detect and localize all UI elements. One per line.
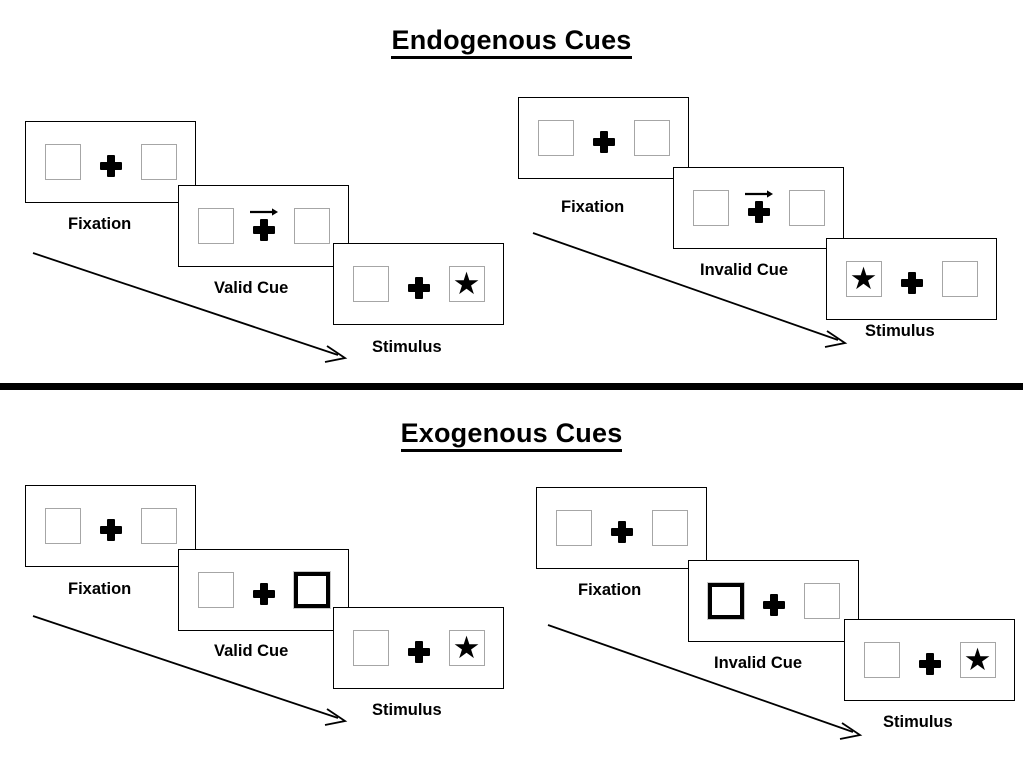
fixation-cross-wrap: [591, 118, 617, 158]
plus-icon: [901, 272, 923, 294]
caption-endogenous-invalid-fixation: Fixation: [561, 198, 625, 216]
panel-endogenous-valid-cue: [178, 185, 349, 267]
star-icon: ★: [849, 260, 878, 296]
target-box-left-cued: [706, 582, 745, 620]
caption-exogenous-invalid-stimulus: Stimulus: [883, 713, 953, 731]
plus-icon: [100, 519, 122, 541]
fixation-cross-wrap: [98, 506, 124, 546]
target-box-left: [44, 144, 81, 180]
arrow-right-icon: [744, 190, 773, 198]
caption-endogenous-valid-fixation: Fixation: [68, 215, 132, 233]
plus-icon: [408, 641, 430, 663]
target-box-left: [197, 208, 234, 244]
target-box-right: [633, 120, 670, 156]
fixation-cross-wrap: [249, 206, 278, 246]
caption-endogenous-invalid-stimulus: Stimulus: [865, 322, 935, 340]
panel-endogenous-invalid-stimulus: ★: [826, 238, 997, 320]
section-title-exogenous: Exogenous Cues: [0, 418, 1023, 452]
target-box-right-with-star: ★: [959, 641, 996, 678]
caption-exogenous-valid-stimulus: Stimulus: [372, 701, 442, 719]
star-icon: ★: [452, 629, 481, 665]
fixation-cross-wrap: [899, 259, 925, 299]
star-icon: ★: [452, 265, 481, 301]
fixation-cross-wrap: [917, 640, 943, 680]
time-flow-arrow-icon-exogenous-invalid: [547, 624, 863, 740]
caption-exogenous-invalid-fixation: Fixation: [578, 581, 642, 599]
time-flow-arrow-icon-endogenous-invalid: [532, 232, 848, 348]
panel-exogenous-invalid-cue: [688, 560, 859, 642]
target-box-left: [555, 510, 592, 546]
target-box-right: [941, 261, 978, 297]
target-box-left: [537, 120, 574, 156]
target-box-left: [197, 572, 234, 608]
caption-endogenous-valid-stimulus: Stimulus: [372, 338, 442, 356]
panel-endogenous-valid-stimulus: ★: [333, 243, 504, 325]
plus-icon: [100, 155, 122, 177]
panel-exogenous-valid-fixation: [25, 485, 196, 567]
section-title-endogenous-text: Endogenous Cues: [391, 25, 632, 59]
target-box-left: [863, 642, 900, 678]
fixation-cross-wrap: [251, 570, 277, 610]
panel-endogenous-invalid-fixation: [518, 97, 689, 179]
fixation-cross-wrap: [406, 264, 432, 304]
target-box-right-with-star: ★: [448, 629, 485, 666]
plus-icon: [611, 521, 633, 543]
plus-icon: [748, 201, 770, 223]
plus-icon: [763, 594, 785, 616]
target-box-right-with-star: ★: [448, 265, 485, 302]
caption-endogenous-invalid-cue: Invalid Cue: [700, 261, 789, 279]
target-box-left-with-star: ★: [845, 260, 882, 297]
star-icon: ★: [963, 641, 992, 677]
panel-exogenous-invalid-fixation: [536, 487, 707, 569]
panel-endogenous-invalid-cue: [673, 167, 844, 249]
plus-icon: [919, 653, 941, 675]
caption-endogenous-valid-cue: Valid Cue: [214, 279, 289, 297]
plus-icon: [408, 277, 430, 299]
panel-exogenous-valid-cue: [178, 549, 349, 631]
time-flow-arrow-icon-endogenous-valid: [32, 252, 348, 363]
section-title-endogenous: Endogenous Cues: [0, 25, 1023, 59]
plus-icon: [253, 583, 275, 605]
caption-exogenous-valid-cue: Valid Cue: [214, 642, 289, 660]
fixation-cross-wrap: [761, 581, 787, 621]
target-box-left: [44, 508, 81, 544]
target-box-right: [140, 144, 177, 180]
caption-exogenous-invalid-cue: Invalid Cue: [714, 654, 803, 672]
panel-endogenous-valid-fixation: [25, 121, 196, 203]
fixation-cross-wrap: [609, 508, 635, 548]
plus-icon: [253, 219, 275, 241]
target-box-right: [803, 583, 840, 619]
panel-exogenous-invalid-stimulus: ★: [844, 619, 1015, 701]
target-box-left: [692, 190, 729, 226]
target-box-right: [293, 208, 330, 244]
target-box-right: [140, 508, 177, 544]
time-flow-arrow-icon-exogenous-valid: [32, 615, 348, 726]
caption-exogenous-valid-fixation: Fixation: [68, 580, 132, 598]
section-title-exogenous-text: Exogenous Cues: [400, 418, 623, 452]
target-box-right: [788, 190, 825, 226]
section-divider: [0, 383, 1023, 390]
fixation-cross-wrap: [98, 142, 124, 182]
target-box-left: [352, 266, 389, 302]
arrow-right-icon: [249, 208, 278, 216]
plus-icon: [593, 131, 615, 153]
target-box-right: [651, 510, 688, 546]
fixation-cross-wrap: [744, 188, 773, 228]
target-box-left: [352, 630, 389, 666]
target-box-right-cued: [292, 571, 331, 609]
fixation-cross-wrap: [406, 628, 432, 668]
panel-exogenous-valid-stimulus: ★: [333, 607, 504, 689]
